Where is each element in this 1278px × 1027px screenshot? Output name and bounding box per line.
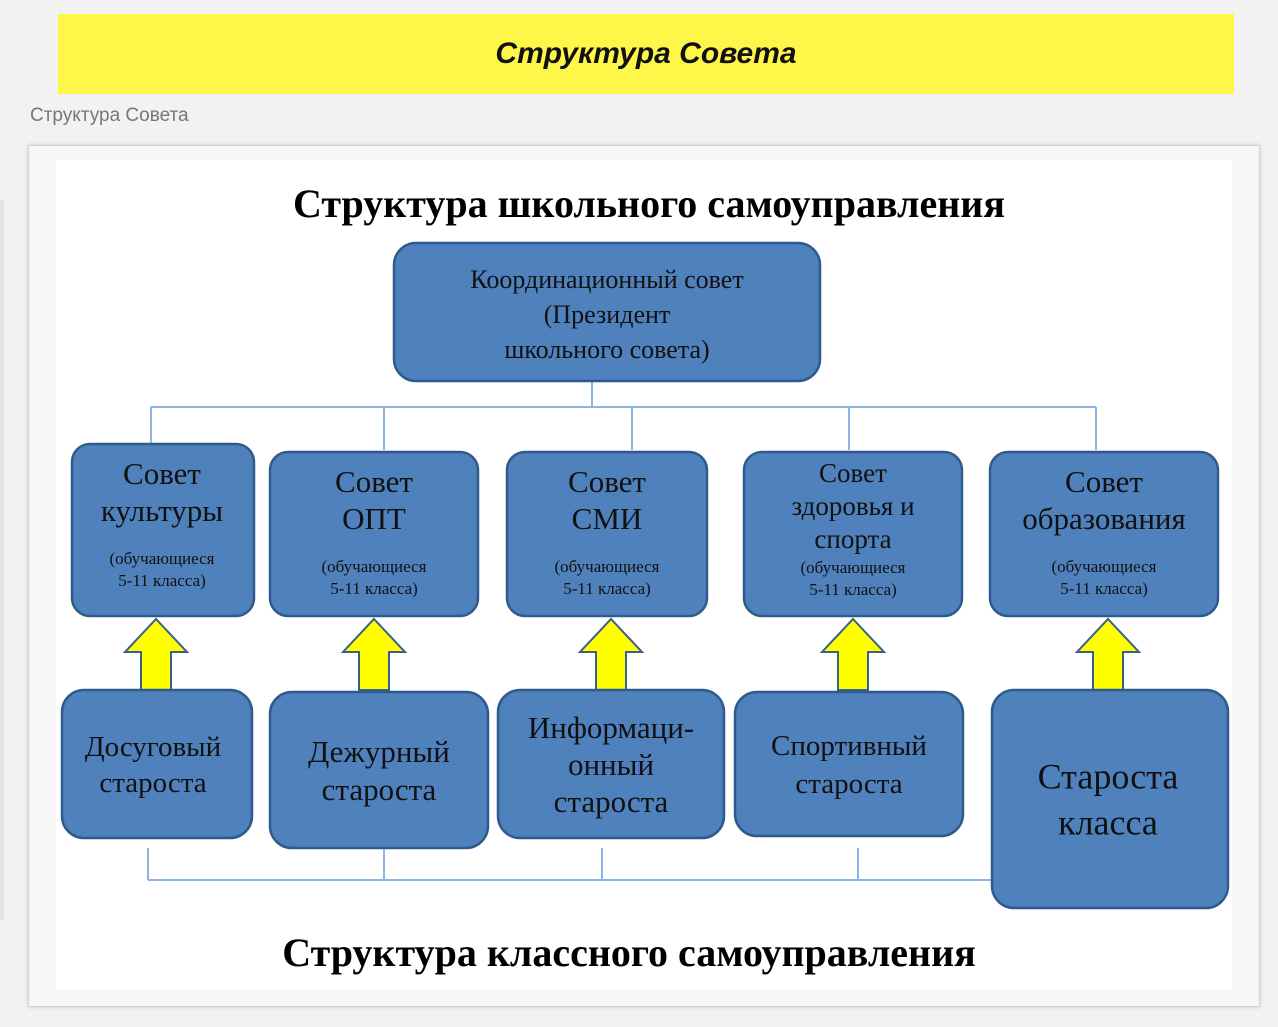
root-line: (Президент <box>544 300 671 329</box>
council-title-line: образования <box>1022 501 1186 536</box>
council-title-line: Совет <box>335 464 413 499</box>
leader-text-line: Староста <box>1038 757 1179 797</box>
banner-title: Структура Совета <box>495 37 797 70</box>
up-arrow-3 <box>819 617 887 691</box>
leader-text-line: староста <box>99 767 206 799</box>
council-note-line: (обучающиеся <box>322 557 427 576</box>
leader-box-2 <box>496 688 726 840</box>
root-line: школьного совета) <box>504 335 709 364</box>
left-edge-decoration <box>0 200 4 920</box>
leader-text-line: класса <box>1058 803 1158 843</box>
leader-box-1 <box>268 690 490 850</box>
council-note-line: 5-11 класса) <box>330 579 418 598</box>
council-title-line: Совет <box>819 458 887 488</box>
leader-text-line: Информаци- <box>528 710 694 745</box>
council-title-line: здоровья и <box>791 491 914 521</box>
boxes-group: Координационный совет (Президент школьного… <box>60 241 1230 910</box>
council-title-line: спорта <box>814 524 891 554</box>
leader-text-line: староста <box>795 768 902 800</box>
root-box <box>392 241 822 383</box>
council-note-line: 5-11 класса) <box>809 580 897 599</box>
council-box-0 <box>70 442 256 618</box>
council-note-line: (обучающиеся <box>1052 557 1157 576</box>
structure-diagram: Координационный совет (Президент школьного… <box>56 160 1232 990</box>
leader-box-0 <box>60 688 254 840</box>
bottom-heading: Структура классного самоуправления <box>282 930 976 975</box>
leader-text-line: Досуговый <box>85 731 221 763</box>
leader-text-line: староста <box>322 772 437 807</box>
council-box-2 <box>505 450 709 618</box>
council-note-line: (обучающиеся <box>555 557 660 576</box>
council-title-line: Совет <box>568 464 646 499</box>
council-note-line: (обучающиеся <box>801 558 906 577</box>
top-heading: Структура школьного самоуправления <box>293 181 1005 226</box>
leader-text-line: Спортивный <box>771 730 927 762</box>
image-caption: Структура Совета <box>30 105 189 126</box>
root-line: Координационный совет <box>470 265 743 294</box>
council-box-4 <box>988 450 1220 618</box>
page-banner: Структура Совета <box>58 14 1234 94</box>
council-title-line: Совет <box>1065 464 1143 499</box>
council-note-line: 5-11 класса) <box>563 579 651 598</box>
council-title-line: Совет <box>123 456 201 491</box>
council-note-line: 5-11 класса) <box>118 571 206 590</box>
connector-lines <box>147 382 1097 881</box>
leader-text-line: онный <box>568 747 654 782</box>
council-title-line: ОПТ <box>342 501 406 536</box>
council-box-1 <box>268 450 480 618</box>
council-title-line: культуры <box>101 493 223 528</box>
leader-box-3 <box>733 690 965 838</box>
council-box-3 <box>742 450 964 618</box>
leader-text-line: Дежурный <box>308 734 450 769</box>
council-note-line: 5-11 класса) <box>1060 579 1148 598</box>
council-title-line: СМИ <box>572 501 643 536</box>
up-arrow-1 <box>340 617 408 691</box>
council-note-line: (обучающиеся <box>110 549 215 568</box>
leader-text-line: староста <box>554 784 669 819</box>
leader-box-4 <box>990 688 1230 910</box>
